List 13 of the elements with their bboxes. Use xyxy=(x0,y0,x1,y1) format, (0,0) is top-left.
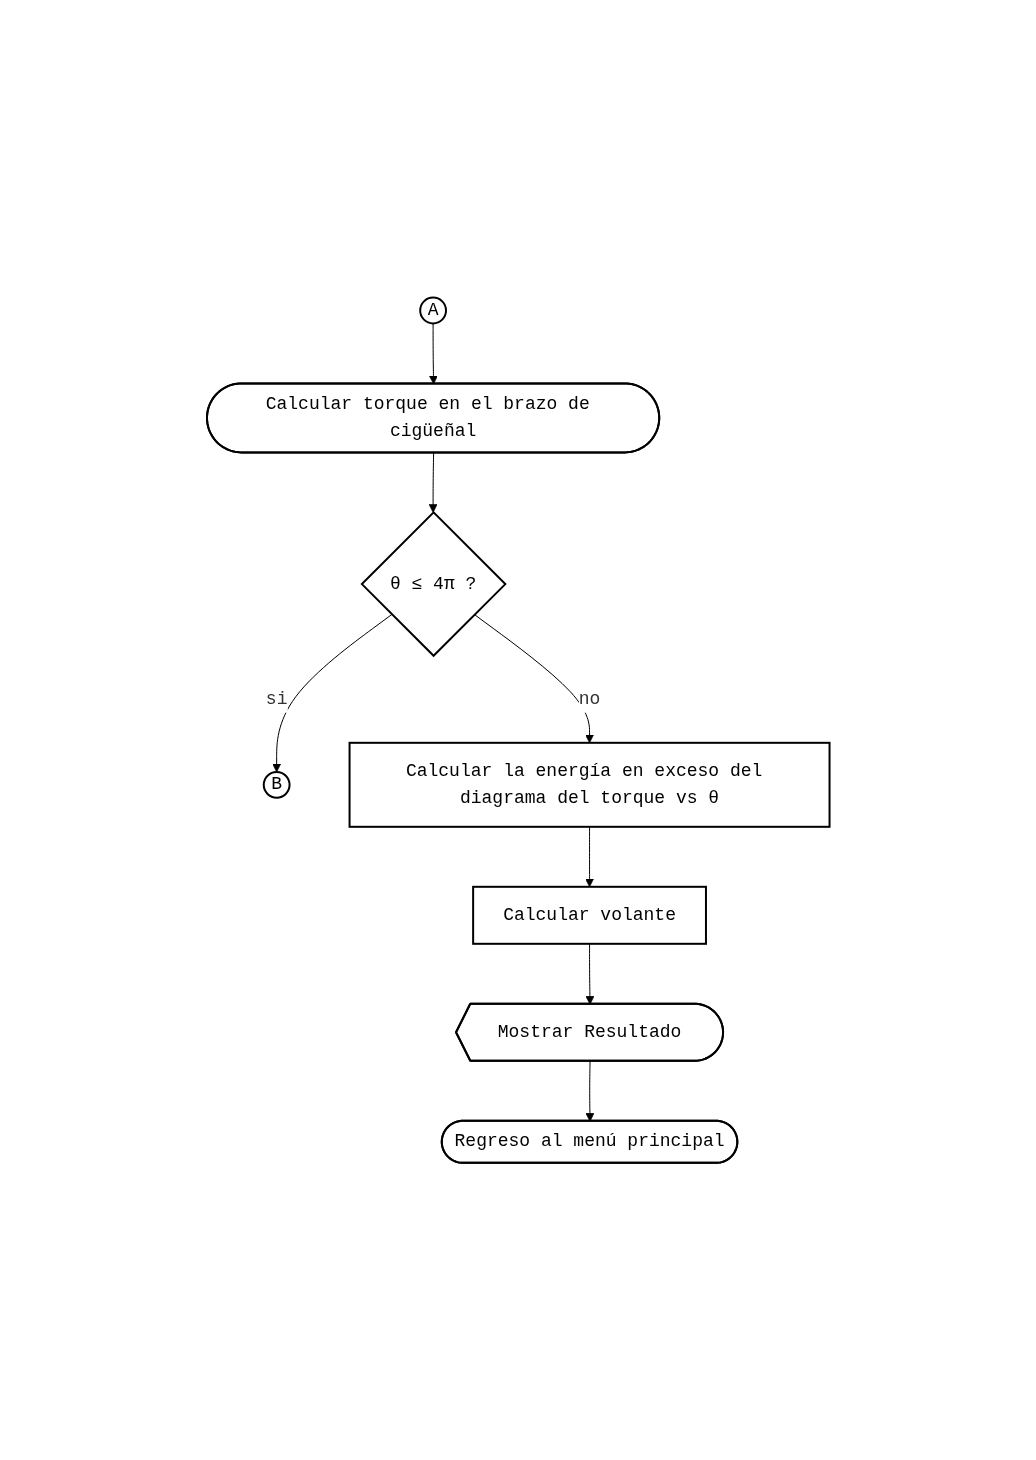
arrow xyxy=(428,323,438,385)
node-circle: A xyxy=(418,296,447,325)
edge-label: si xyxy=(265,688,288,709)
node-box: Calcular la energía en exceso del diagrama del torque vs θ xyxy=(348,741,831,828)
edge-label: no xyxy=(578,688,601,709)
arrow xyxy=(585,1060,595,1122)
arrow xyxy=(584,826,594,888)
arrow xyxy=(271,614,392,773)
arrow xyxy=(428,452,438,513)
node-diamond: θ ≤ 4π ? xyxy=(360,511,507,658)
arrow xyxy=(473,614,594,744)
node-circle: B xyxy=(262,771,291,799)
node-box: Calcular volante xyxy=(471,885,707,945)
